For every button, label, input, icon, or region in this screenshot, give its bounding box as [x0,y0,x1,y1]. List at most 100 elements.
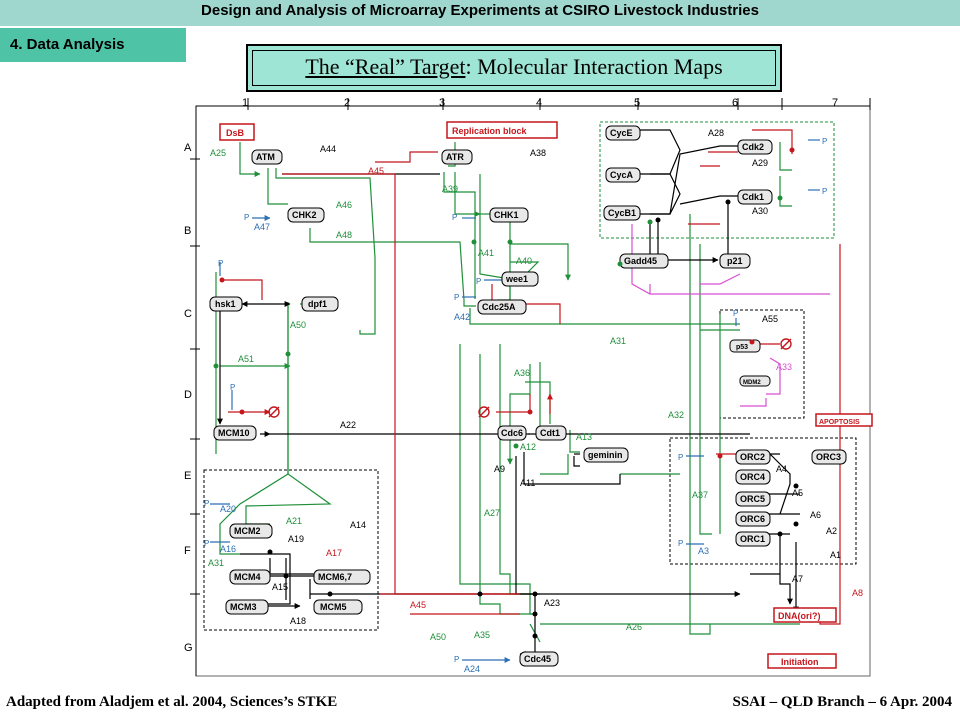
label-a5: A5 [792,488,803,498]
label-a19: A19 [288,534,304,544]
node-cdt1: Cdt1 [540,428,560,438]
node-gadd45: Gadd45 [624,256,657,266]
label-a24: A24 [464,664,480,674]
column-label: 6 [732,97,738,109]
phosphate-label: P [204,499,209,508]
label-a27: A27 [484,508,500,518]
column-label: 3 [439,97,445,109]
node-orc1: ORC1 [740,534,765,544]
node-mcm5: MCM5 [320,602,347,612]
node-p21: p21 [727,256,743,266]
label-a22: A22 [340,420,356,430]
node-mcm10: MCM10 [218,428,250,438]
label-a28: A28 [708,128,724,138]
label-a9: A9 [494,464,505,474]
node-apoptosis: APOPTOSIS [819,419,860,426]
node-dpf1: dpf1 [308,299,327,309]
label-a40: A40 [516,256,532,266]
footer-event: SSAI – QLD Branch – 6 Apr. 2004 [732,694,953,710]
label-a11: A11 [520,478,535,488]
node-mcm3: MCM3 [230,602,257,612]
node-mcm2: MCM2 [234,526,261,536]
label-a21: A21 [286,516,302,526]
phosphate-label: P [822,187,827,196]
phosphate-label: P [230,383,235,392]
label-a4: A4 [776,464,787,474]
node-mcm67: MCM6,7 [318,572,352,582]
degradation-symbols [268,338,792,418]
phosphate-label: P [733,309,738,318]
label-a1: A1 [830,550,841,560]
label-a15: A15 [272,582,288,592]
molecule-nodes: DsB Replication block ATM ATR CHK2 CHK1 … [209,121,873,669]
node-orc3: ORC3 [816,452,841,462]
node-p53: p53 [736,344,748,351]
mcm-module-box [203,469,379,631]
label-a32: A32 [668,410,684,420]
column-header-row: 1 2 3 4 5 6 7 [196,97,871,110]
node-cdc45: Cdc45 [524,654,551,664]
node-wee1: wee1 [505,274,528,284]
phosphate-label: P [244,213,249,222]
label-a12: A12 [520,442,536,452]
interaction-dots [213,147,799,639]
label-a14: A14 [350,520,366,530]
label-a48: A48 [336,230,352,240]
label-a45: A45 [368,166,384,176]
label-a25: A25 [210,148,226,158]
column-label: 7 [832,97,838,109]
column-label: 4 [536,97,542,109]
node-hsk1: hsk1 [215,299,236,309]
node-atr: ATR [446,152,464,162]
molecular-interaction-map: 1 2 3 4 5 6 7 A B C D E F G [184,97,873,677]
row-header-column: A B C D E F G [184,106,200,676]
label-a8: A8 [852,588,863,598]
section-tab: 4. Data Analysis [0,28,186,62]
label-a13: A13 [576,432,592,442]
row-label: B [184,225,191,237]
row-label: E [184,470,191,482]
label-a33: A33 [776,362,792,372]
node-replication-block: Replication block [452,126,528,136]
node-chk1: CHK1 [494,210,519,220]
label-a6: A6 [810,510,821,520]
label-a50b: A50 [430,632,446,642]
node-orc4: ORC4 [740,472,765,482]
node-mdm2: MDM2 [743,380,761,386]
node-chk2: CHK2 [292,210,317,220]
slide-title: The “Real” Target: Molecular Interaction… [248,54,780,80]
column-label: 1 [242,97,248,109]
cyclin-module-box [599,121,835,239]
label-a16: A16 [220,544,236,554]
column-label: 2 [344,97,350,109]
label-a44: A44 [320,144,336,154]
row-label: G [184,642,193,654]
label-a18: A18 [290,616,306,626]
phosphate-label: P [452,213,457,222]
label-a41: A41 [478,248,494,258]
label-a26: A26 [626,622,642,632]
degradation-icon [478,406,490,418]
phosphate-label: P [476,277,481,286]
node-geminin: geminin [588,450,623,460]
degradation-icon [268,406,280,418]
footer-citation: Adapted from Aladjem et al. 2004, Scienc… [6,694,338,710]
node-dsb: DsB [226,128,245,138]
label-a42: A42 [454,312,470,322]
phosphate-label: P [454,655,459,664]
label-a35: A35 [474,630,490,640]
pink-interactions [631,224,830,407]
node-cycb1: CycB1 [608,208,636,218]
label-a31: A31 [610,336,626,346]
node-cyce: CycE [610,128,633,138]
label-a51: A51 [238,354,254,364]
node-cdc6: Cdc6 [501,428,523,438]
header-bar: Design and Analysis of Microarray Experi… [0,0,960,26]
label-a20: A20 [220,504,236,514]
interaction-labels: A25 A44 A45 A38 A39 A46 A47 A48 A41 A40 … [208,128,863,674]
label-a29: A29 [752,158,768,168]
node-cdc25a: Cdc25A [482,302,516,312]
label-a3: A3 [698,546,709,556]
slide-title-underlined: The “Real” Target [305,54,466,79]
phosphate-label: P [822,137,827,146]
